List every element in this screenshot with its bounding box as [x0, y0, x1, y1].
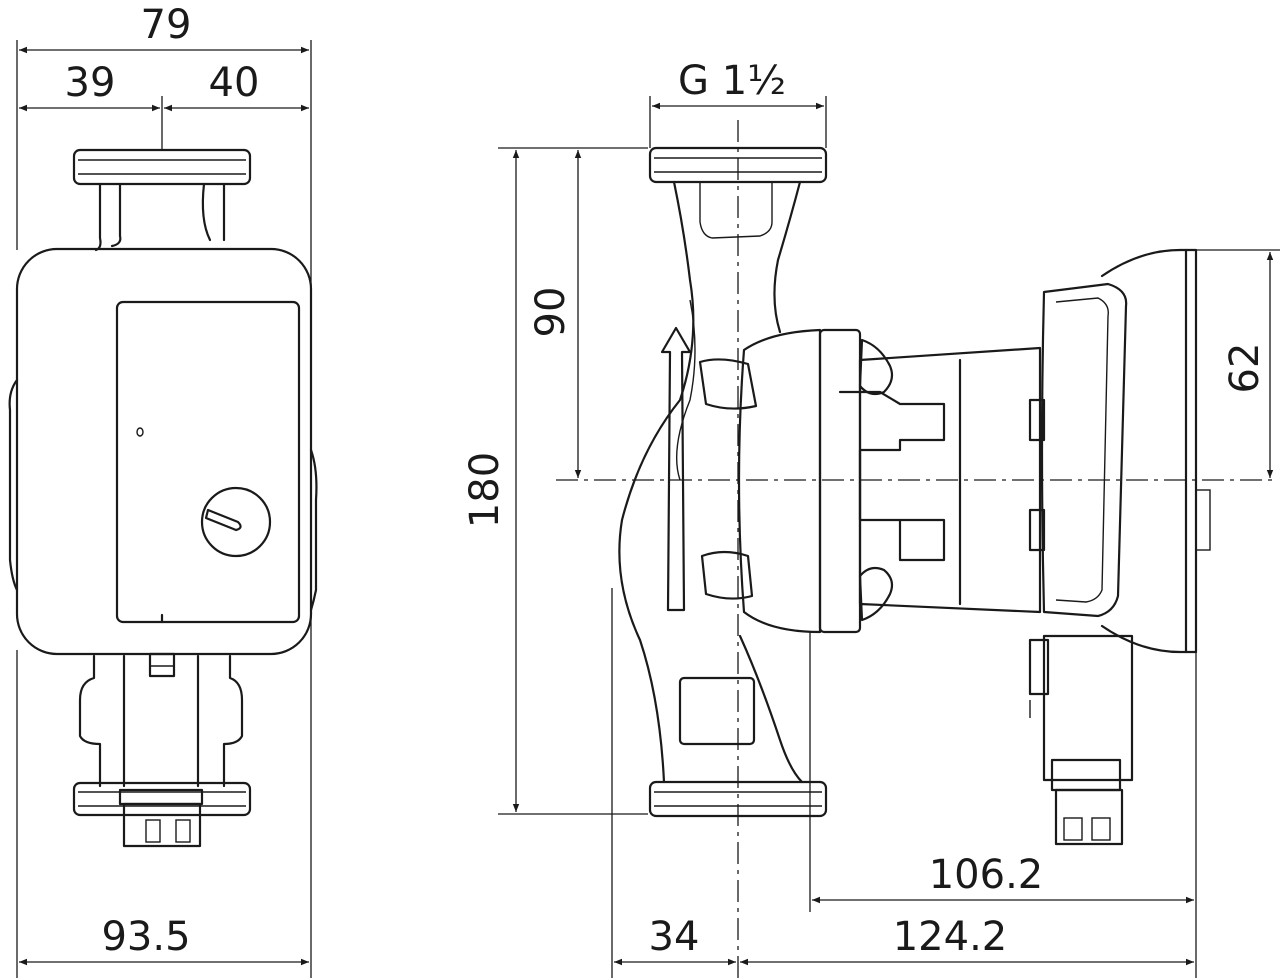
dim-40: 40: [209, 60, 260, 106]
dim-79: 79: [141, 2, 192, 48]
dim-90: 90: [528, 287, 574, 338]
dim-34: 34: [649, 914, 700, 960]
side-dimensions: [498, 96, 1280, 978]
dim-180: 180: [462, 452, 508, 528]
dimension-labels: 79 39 40 93.5 G 1½ 180 90 62 106.2 124.2…: [65, 2, 1268, 960]
center-lines: [556, 120, 1276, 978]
side-view: [618, 146, 1211, 846]
front-view: [8, 148, 318, 848]
front-dimensions: [16, 40, 312, 978]
dim-39: 39: [65, 60, 116, 106]
dim-thread-size: G 1½: [678, 58, 786, 104]
dim-93-5: 93.5: [101, 914, 190, 960]
dim-62: 62: [1222, 343, 1268, 394]
dim-106-2: 106.2: [929, 852, 1044, 898]
dim-124-2: 124.2: [893, 914, 1008, 960]
